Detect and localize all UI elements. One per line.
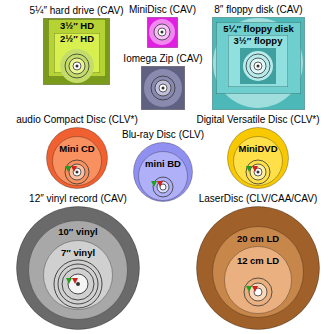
disc-circle: 12″ vinyl record (CAV)10″ vinyl7″ vinyl (16, 206, 140, 330)
media-square: Iomega Zip (CAV) (141, 66, 185, 110)
disc-circle: mini BD (138, 151, 188, 201)
media-square: 2½″ HD (54, 33, 100, 73)
format-heading: 12″ vinyl record (CAV) (29, 193, 127, 205)
format-heading: Blu-ray Disc (CLV) (122, 129, 204, 141)
size-label: 3½″ HD (60, 21, 94, 32)
size-label: Mini CD (59, 144, 94, 155)
disc-circle: 7″ vinyl (43, 240, 113, 310)
format-heading: 8″ floppy disk (CAV) (214, 4, 302, 16)
size-label: MiniDVD (238, 144, 277, 155)
size-label: 2½″ HD (60, 34, 94, 45)
disc-circle: 20 cm LD 12 cm LD (212, 226, 304, 318)
media-square: 5¼″ hard drive (CAV)3½″ HD2½″ HD (43, 18, 110, 85)
disc-circle: 12 cm LD (224, 246, 292, 314)
disc-circle: Digital Versatile Disc (CLV*)MiniDVD (227, 127, 289, 189)
media-shape (141, 66, 185, 110)
disc-circle: Mini CD (52, 136, 102, 186)
disc-circle: audio Compact Disc (CLV*)Mini CD (46, 127, 108, 189)
media-square: MiniDisc (CAV) (147, 17, 178, 48)
format-heading: Digital Versatile Disc (CLV*) (196, 114, 319, 126)
size-label: mini BD (145, 159, 181, 170)
size-label: 20 cm LD (237, 234, 279, 245)
size-label: 10″ vinyl (58, 227, 97, 238)
format-heading: LaserDisc (CLV/CAA/CAV) (199, 193, 318, 205)
disc-circle: Blu-ray Disc (CLV)mini BD (133, 142, 193, 202)
media-square: 3½″ floppy (228, 35, 288, 87)
disc-circle: LaserDisc (CLV/CAA/CAV)20 cm LD12 cm LD (196, 206, 320, 330)
media-square: 5¼″ floppy disk3½″ floppy (216, 22, 301, 94)
size-label: 12 cm LD (237, 256, 279, 267)
format-heading: audio Compact Disc (CLV*) (16, 114, 138, 126)
size-label: 5¼″ floppy disk (223, 24, 294, 35)
media-square: 3½″ HD 2½″ HD (48, 19, 106, 77)
media-shape (147, 17, 178, 48)
disc-circle: 10″ vinyl 7″ vinyl (28, 220, 128, 320)
size-label: 7″ vinyl (61, 248, 95, 259)
format-heading: MiniDisc (CAV) (129, 4, 196, 16)
format-heading: 5¼″ hard drive (CAV) (30, 5, 124, 17)
size-label: 3½″ floppy (234, 36, 283, 47)
disc-circle: MiniDVD (233, 136, 283, 186)
format-heading: Iomega Zip (CAV) (123, 53, 202, 65)
media-square: 8″ floppy disk (CAV)5¼″ floppy disk3½″ f… (212, 17, 305, 110)
